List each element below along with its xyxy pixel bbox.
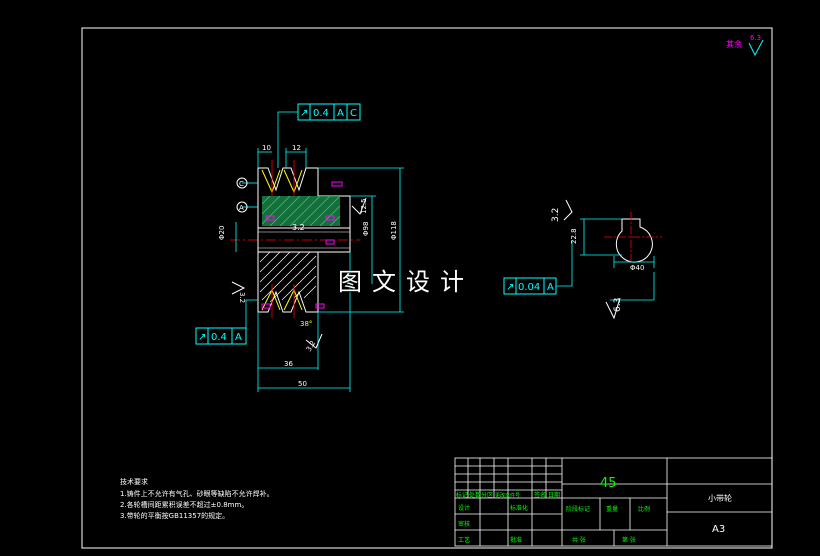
hub-outline bbox=[615, 218, 653, 263]
tb-sheet-no: 第 张 bbox=[622, 536, 636, 544]
datum-a-label: A bbox=[239, 204, 244, 212]
tol-right-symbol: ↗ bbox=[506, 282, 514, 293]
tb-approve: 批准 bbox=[510, 536, 522, 544]
tb-row-mark: 标记 bbox=[456, 491, 468, 499]
tol-left-value: 0.4 bbox=[211, 332, 227, 343]
tol-right-datum: A bbox=[547, 282, 554, 293]
roughness-32-left: 3.2 bbox=[238, 292, 246, 303]
title-block-grid bbox=[454, 457, 773, 547]
pulley-section-view bbox=[230, 160, 360, 318]
tb-standard: 标准化 bbox=[510, 504, 528, 512]
hub-roughness-2 bbox=[605, 297, 621, 320]
tolerance-frame-left: ↗ 0.4 A bbox=[195, 327, 247, 345]
dim-phi-a: Φ98 bbox=[362, 222, 370, 236]
notes-line-2: 2.各轮槽间距累积误差不超过±0.8mm。 bbox=[120, 500, 248, 509]
tb-design: 设计 bbox=[458, 504, 470, 512]
groove-centerlines bbox=[271, 160, 295, 318]
hub-roughness-1 bbox=[563, 199, 573, 221]
tb-weight: 重量 bbox=[606, 505, 618, 513]
dim-12: 12 bbox=[292, 144, 301, 152]
dim-r32-center: 3.2 bbox=[292, 223, 305, 232]
surface-finish-value: 6.3 bbox=[750, 34, 761, 42]
roughness-32-bottom: 3.2 bbox=[305, 339, 317, 353]
tb-scale: 比例 bbox=[638, 505, 650, 513]
tol-top-symbol: ↗ bbox=[300, 108, 308, 119]
hub-roughness-2-text: 6.3 bbox=[613, 298, 623, 312]
tb-material: 45 bbox=[600, 476, 617, 491]
lower-hatch-lines bbox=[259, 251, 317, 303]
tb-row-zone: 分区 bbox=[481, 491, 493, 499]
tb-check: 审核 bbox=[458, 520, 470, 528]
surface-finish-note: 其余 6.3 bbox=[726, 34, 764, 57]
datum-c-label: C bbox=[239, 180, 244, 188]
dim-10: 10 bbox=[262, 144, 271, 152]
technical-notes: 技术要求 1.铸件上不允许有气孔、砂眼等缺陷不允许焊补。 2.各轮槽间距累积误差… bbox=[120, 477, 274, 520]
dim-phi-d: Φ20 bbox=[218, 226, 226, 240]
tol-top-value: 0.4 bbox=[313, 108, 329, 119]
tol-top-datum-b: C bbox=[350, 108, 357, 119]
dim-36: 36 bbox=[284, 360, 293, 368]
dim-phi-b: Φ118 bbox=[390, 221, 398, 240]
tb-row-count: 处数 bbox=[469, 491, 481, 499]
tol-left-symbol: ↗ bbox=[198, 332, 206, 343]
tb-row-sign: 签名 bbox=[534, 491, 546, 499]
hub-roughness-1-text: 3.2 bbox=[551, 208, 561, 222]
surface-finish-symbol bbox=[748, 39, 764, 57]
notes-line-3: 3.带轮的平衡按GB11357的规定。 bbox=[120, 511, 229, 520]
tb-sheets: 共 张 bbox=[572, 536, 586, 544]
tol-top-datum-a: A bbox=[337, 108, 344, 119]
dim-angle: 38° bbox=[300, 320, 312, 328]
tb-row-doc: 更改文件号 bbox=[495, 492, 520, 499]
hub-dimension-lines bbox=[580, 218, 655, 301]
upper-section-hatch-fill bbox=[262, 196, 340, 226]
datum-a: A bbox=[236, 201, 248, 213]
tb-craft: 工艺 bbox=[458, 536, 470, 544]
tb-stage: 阶段标记 bbox=[566, 505, 590, 513]
tb-sheet-size: A3 bbox=[712, 524, 725, 535]
drawing-frame bbox=[81, 27, 773, 549]
tol-right-value: 0.04 bbox=[518, 282, 540, 293]
tb-part-name: 小带轮 bbox=[708, 493, 732, 503]
tol-left-datum: A bbox=[235, 332, 242, 343]
upper-hatch-lines bbox=[261, 195, 341, 227]
hub-side-view: 22.8 Φ40 3.2 6.3 bbox=[551, 199, 662, 320]
notes-title: 技术要求 bbox=[120, 477, 148, 486]
lower-section-outline bbox=[257, 251, 319, 313]
title-block-labels: 标记 处数 分区 更改文件号 签名 日期 设计 标准化 审核 工艺 批准 阶段标… bbox=[456, 491, 650, 544]
hub-dim-phi: Φ40 bbox=[630, 264, 644, 272]
tolerance-frame-top: ↗ 0.4 A C bbox=[297, 103, 361, 121]
notes-line-1: 1.铸件上不允许有气孔、砂眼等缺陷不允许焊补。 bbox=[120, 489, 274, 498]
roughness-125: 12.5 bbox=[360, 198, 368, 214]
datum-c: C bbox=[236, 177, 248, 189]
tolerance-frame-right: ↗ 0.04 A bbox=[503, 240, 573, 295]
dimension-texts: 10 12 36 50 3.2 Φ20 Φ98 Φ118 38° bbox=[218, 144, 398, 388]
watermark-text: 图文设计 bbox=[338, 268, 474, 296]
surface-markers bbox=[261, 181, 343, 309]
tb-row-date: 日期 bbox=[548, 491, 560, 499]
main-roughness-symbols bbox=[231, 197, 367, 349]
dimension-lines bbox=[235, 111, 404, 392]
surface-finish-label: 其余 bbox=[726, 39, 742, 49]
dim-50: 50 bbox=[298, 380, 307, 388]
hub-dim-key-h: 22.8 bbox=[570, 228, 578, 244]
